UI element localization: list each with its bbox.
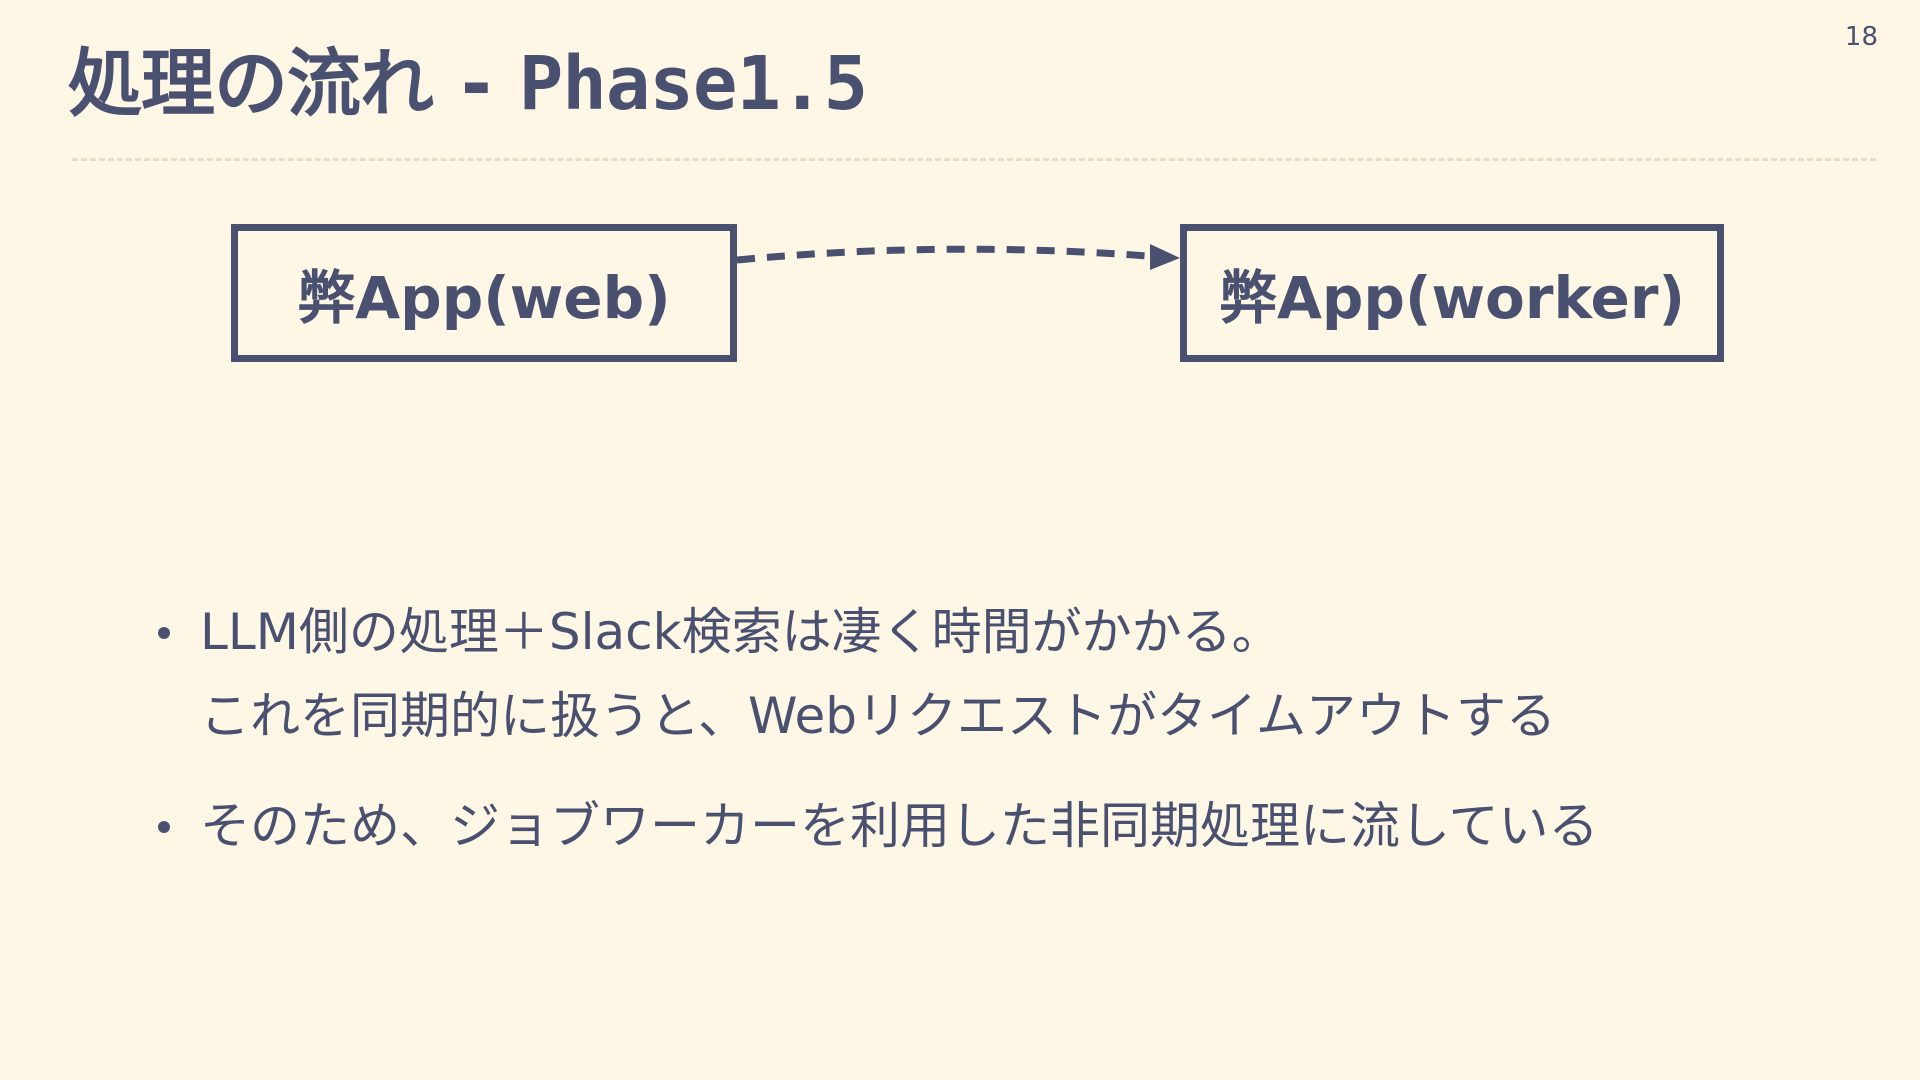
worker-app-box: 弊App(worker)	[1180, 224, 1724, 362]
list-item: そのため、ジョブワーカーを利用した非同期処理に流している	[150, 784, 1810, 868]
title-separator: -	[461, 41, 492, 127]
bullet-text-line: これを同期的に扱うと、Webリクエストがタイムアウトする	[200, 687, 1557, 745]
page-title: 処理の流れ-Phase1.5	[68, 41, 868, 127]
bullet-dot-icon	[158, 821, 170, 833]
bullet-text-line: そのため、ジョブワーカーを利用した非同期処理に流している	[200, 797, 1599, 855]
page-number: 18	[1844, 22, 1878, 52]
bullet-text-line: LLM側の処理＋Slack検索は凄く時間がかかる。	[200, 603, 1282, 661]
web-app-box: 弊App(web)	[231, 224, 737, 362]
title-phase: Phase1.5	[518, 41, 868, 127]
bullet-dot-icon	[158, 627, 170, 639]
dashed-arrow-line	[736, 245, 1161, 264]
bullet-list: LLM側の処理＋Slack検索は凄く時間がかかる。 これを同期的に扱うと、Web…	[150, 590, 1810, 894]
arrowhead-right-icon	[1150, 244, 1180, 270]
list-item: LLM側の処理＋Slack検索は凄く時間がかかる。 これを同期的に扱うと、Web…	[150, 590, 1810, 758]
title-divider	[72, 158, 1876, 161]
title-main: 処理の流れ	[68, 41, 434, 127]
